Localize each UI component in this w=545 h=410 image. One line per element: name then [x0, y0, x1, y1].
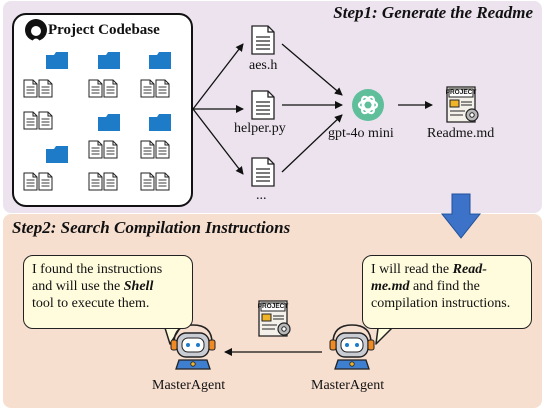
bubble-right-line3: compilation instructions. [371, 296, 511, 311]
file-pair-icon [141, 141, 169, 158]
gpt-model-icon [352, 89, 384, 121]
file-pair-icon [89, 80, 117, 97]
agent-label-right: MasterAgent [311, 378, 385, 393]
bubble-right-line1a: I will read the [371, 262, 453, 277]
step2-title: Step2: Search Compilation Instructions [12, 218, 291, 237]
bubble-right-line2b: and find the [409, 279, 480, 294]
file-pair-icon [89, 141, 117, 158]
folder-icon [149, 114, 171, 131]
file-pair-icon [141, 173, 169, 190]
file-icon-aes [251, 25, 275, 55]
file-pair-icon [89, 173, 117, 190]
folder-icon [98, 52, 120, 69]
robot-icon-left [170, 324, 216, 370]
github-icon [25, 19, 47, 41]
file-icon-helper [251, 90, 275, 120]
file-pair-icon [24, 80, 52, 97]
file-label-more: ... [256, 188, 267, 203]
bubble-left-line2a: and will use the [32, 279, 124, 294]
file-pair-icon [24, 112, 52, 129]
readme-label: Readme.md [427, 126, 495, 141]
folder-icon [149, 52, 171, 69]
folder-icon [46, 146, 68, 163]
file-pair-icon [141, 80, 169, 97]
folder-icon [98, 114, 120, 131]
bubble-left-shell: Shell [123, 279, 154, 294]
file-pair-icon [24, 173, 52, 190]
bubble-right-read: Read- [452, 262, 487, 277]
speech-bubble-right: I will read the Read- me.md and find the… [362, 255, 532, 329]
bubble-left-line1: I found the instructions [32, 262, 163, 277]
file-label-aes: aes.h [249, 58, 278, 73]
agent-label-left: MasterAgent [152, 378, 226, 393]
fanout-arrows [192, 43, 244, 175]
bubble-right-readme: me.md [371, 279, 410, 294]
down-arrow-icon [440, 193, 482, 239]
bubble-tail-right [375, 327, 393, 345]
file-icon-more [251, 157, 275, 187]
readme-badge: PROJECT [446, 89, 477, 96]
readme-badge-step2: PROJECT [258, 303, 289, 310]
model-label: gpt-4o mini [328, 126, 394, 141]
robot-icon-right [329, 324, 375, 370]
folder-icon [46, 52, 68, 69]
merge-arrows [281, 43, 433, 173]
file-label-helper: helper.py [234, 121, 286, 136]
codebase-title: Project Codebase [48, 22, 160, 38]
step1-title: Step1: Generate the Readme [333, 3, 533, 22]
codebase-contents [24, 52, 171, 190]
speech-bubble-left: I found the instructions and will use th… [23, 255, 193, 329]
bubble-left-line3: tool to execute them. [32, 296, 150, 311]
